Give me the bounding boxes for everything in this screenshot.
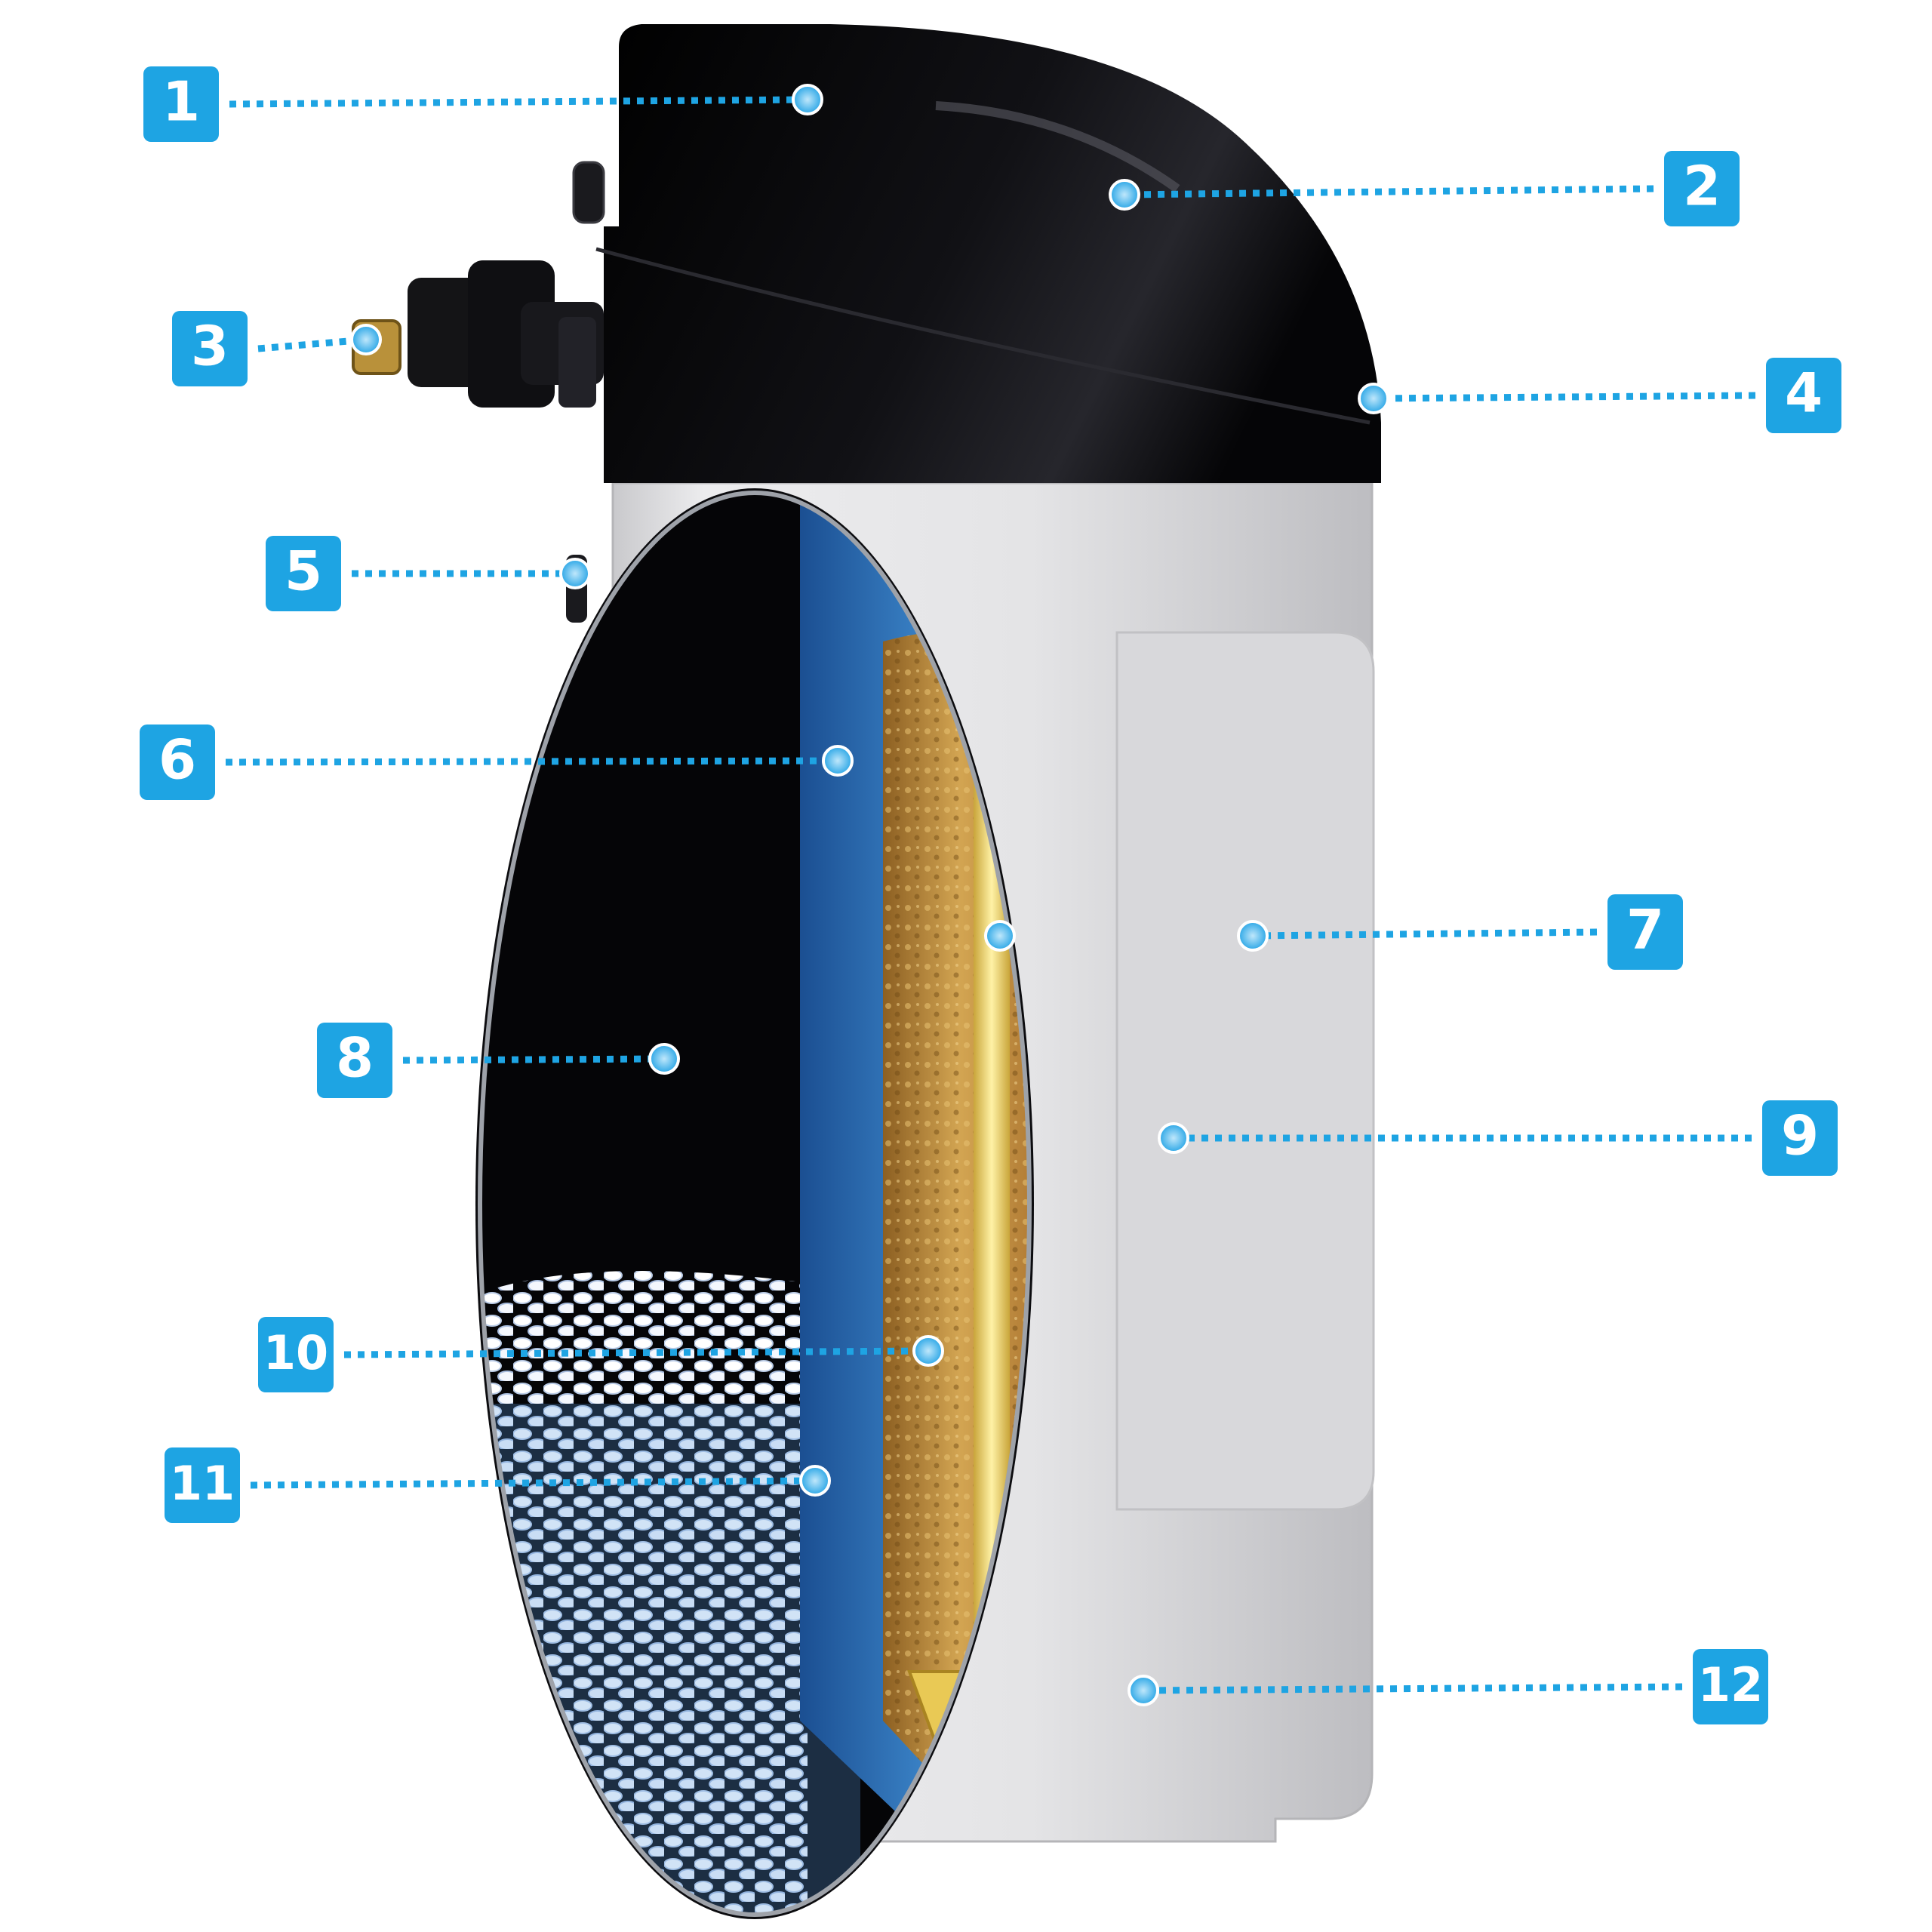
callout-badge-4: [1766, 358, 1841, 433]
callout-6: 6: [140, 724, 854, 800]
callout-number-5: 5: [285, 540, 322, 603]
callout-dot-9: [1158, 1122, 1189, 1154]
leader-line-12: [1143, 1683, 1683, 1694]
callout-number-2: 2: [1683, 155, 1721, 218]
callout-12: 12: [1128, 1649, 1768, 1724]
bypass-valve: [352, 260, 604, 408]
callout-dot-1: [792, 84, 823, 115]
callout-badge-7: [1607, 894, 1683, 970]
leader-line-6: [225, 757, 838, 766]
callout-badge-9: [1762, 1100, 1838, 1176]
cap-knob: [572, 161, 605, 224]
callout-number-6: 6: [158, 728, 196, 792]
callout-badge-10: [258, 1317, 334, 1392]
callout-badge-1: [143, 66, 219, 142]
callout-number-12: 12: [1698, 1657, 1763, 1712]
callout-badge-12: [1693, 1649, 1768, 1724]
callout-dot-4: [1358, 383, 1389, 414]
leader-line-4: [1373, 392, 1756, 402]
callout-3: 3: [172, 311, 382, 386]
callout-4: 4: [1358, 358, 1841, 433]
cap-seam: [595, 247, 1371, 425]
callout-dot-11: [799, 1465, 831, 1497]
cap-shine: [935, 101, 1180, 192]
callout-number-9: 9: [1781, 1104, 1819, 1168]
callout-11: 11: [165, 1447, 831, 1523]
callout-5: 5: [266, 536, 591, 611]
leader-line-3: [257, 336, 367, 352]
callout-number-7: 7: [1626, 898, 1664, 961]
callout-2: 2: [1109, 151, 1740, 226]
callout-dot-5: [559, 558, 591, 589]
callout-dot-8: [648, 1043, 680, 1075]
callout-number-11: 11: [170, 1456, 235, 1511]
callout-10: 10: [258, 1317, 944, 1392]
callout-number-1: 1: [162, 70, 200, 134]
leader-line-1: [229, 96, 808, 108]
callout-dot-3: [350, 324, 382, 355]
callout-7: 7: [1237, 894, 1683, 970]
callout-badge-11: [165, 1447, 240, 1523]
callout-dot-10: [912, 1335, 944, 1367]
softener-unit: [352, 24, 1381, 1919]
callout-dot-6: [822, 745, 854, 777]
callout-number-10: 10: [263, 1325, 328, 1380]
leader-line-7: [1252, 928, 1598, 940]
callout-number-3: 3: [191, 315, 229, 378]
control-head-cap: [604, 24, 1381, 483]
callout-badge-2: [1664, 151, 1740, 226]
leader-line-8: [402, 1055, 665, 1064]
callout-badge-8: [317, 1023, 392, 1098]
callout-number-4: 4: [1785, 361, 1823, 425]
callout-badge-3: [172, 311, 248, 386]
cabinet-side-panel: [1115, 631, 1375, 1511]
callout-badge-6: [140, 724, 215, 800]
leader-line-2: [1124, 185, 1654, 198]
callout-number-8: 8: [336, 1026, 374, 1090]
callout-dot-7: [1237, 920, 1269, 952]
callout-badge-5: [266, 536, 341, 611]
callout-1: 1: [143, 66, 823, 142]
leader-line-10: [343, 1347, 929, 1358]
callout-8: 8: [317, 1023, 680, 1098]
marker-dot-extra-1: [984, 920, 1016, 952]
callout-dot-2: [1109, 179, 1140, 211]
callout-9: 9: [1158, 1100, 1838, 1176]
callout-dot-12: [1128, 1675, 1159, 1706]
